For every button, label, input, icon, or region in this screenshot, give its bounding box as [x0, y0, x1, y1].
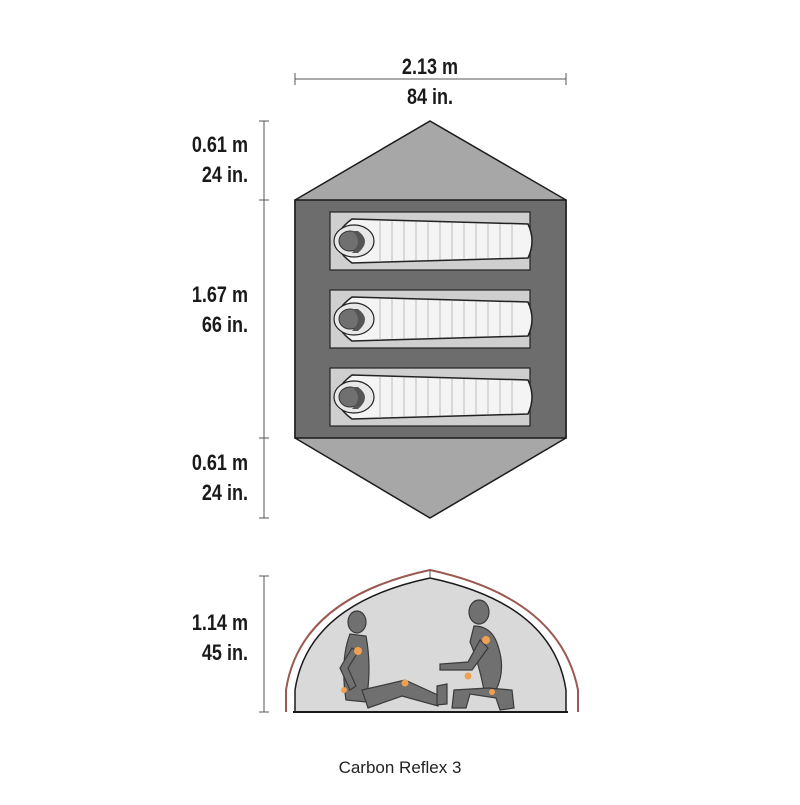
vestibule-top-imperial: 24 in.: [201, 162, 248, 187]
width-dimension-line: [294, 73, 567, 85]
crouching-figure-right: [439, 599, 515, 711]
figures-group: [339, 599, 515, 711]
height-dimension-line: [259, 575, 269, 713]
height-metric: 1.14 m: [191, 610, 248, 635]
sleeper-1: [329, 211, 533, 271]
body-length-imperial: 66 in.: [201, 312, 248, 337]
length-dimension-line: [259, 120, 269, 519]
seated-figure-left: [339, 610, 448, 709]
sleepers-group: [329, 211, 533, 427]
vestibule-bottom-imperial: 24 in.: [201, 480, 248, 505]
sleeper-shoulder: [352, 387, 365, 409]
sleeper-shoulder: [352, 309, 365, 331]
vestibule-top-label: 0.61 m 24 in.: [159, 130, 248, 190]
body-length-metric: 1.67 m: [191, 282, 248, 307]
product-caption: Carbon Reflex 3: [338, 758, 462, 777]
vestibule-top-metric: 0.61 m: [191, 132, 248, 157]
width-metric: 2.13 m: [401, 54, 459, 79]
width-label: 2.13 m 84 in.: [373, 52, 488, 112]
width-imperial: 84 in.: [406, 84, 454, 109]
vestibule-bottom-label: 0.61 m 24 in.: [159, 448, 248, 508]
sleeper-2: [329, 289, 533, 349]
sleeper-3: [329, 367, 533, 427]
height-imperial: 45 in.: [201, 640, 248, 665]
body-length-label: 1.67 m 66 in.: [159, 280, 248, 340]
height-label: 1.14 m 45 in.: [159, 608, 248, 668]
vestibule-bottom-metric: 0.61 m: [191, 450, 248, 475]
sleeper-shoulder: [352, 231, 365, 253]
